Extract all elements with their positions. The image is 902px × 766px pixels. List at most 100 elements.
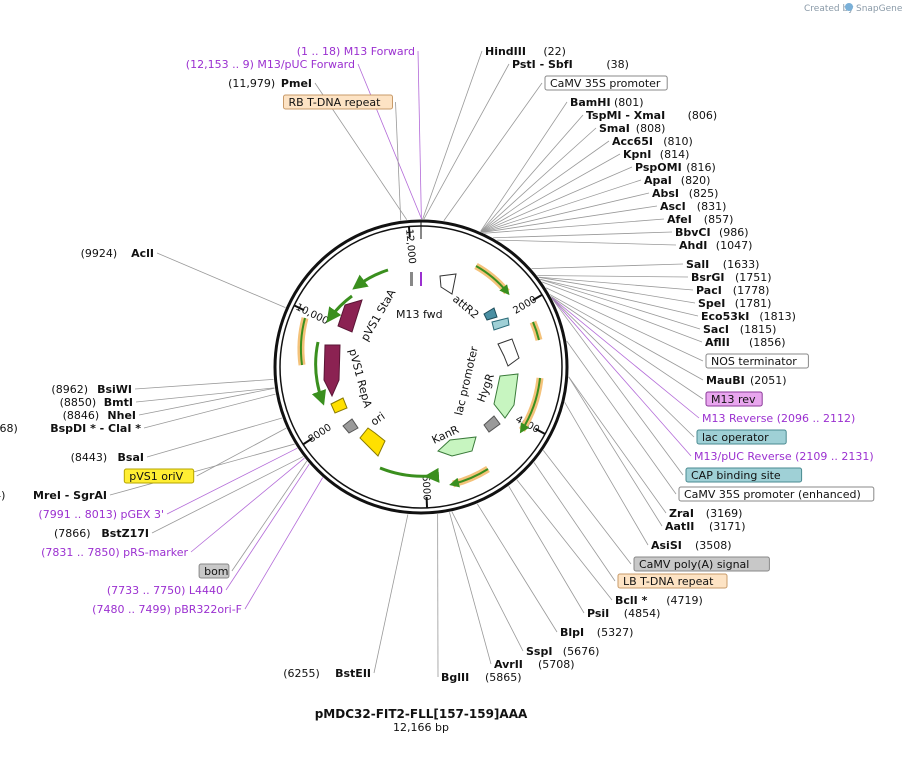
enzyme-name: Eco53kI: [701, 310, 749, 323]
leader-line: [538, 276, 696, 304]
enzyme-position: (801): [614, 96, 644, 109]
leader-line: [166, 447, 298, 515]
enzyme-name: AscI: [660, 200, 686, 213]
leader-line: [537, 275, 689, 278]
leader-line: [196, 427, 287, 477]
enzyme-position: (2051): [750, 374, 787, 387]
map-label: M13 rev: [705, 391, 763, 407]
primer-label: (7733 .. 7750) L4440: [107, 584, 223, 597]
map-label: M13 Reverse (2096 .. 2112): [702, 412, 855, 425]
map-label: BlpI(5327): [560, 626, 633, 639]
tick-mark: [532, 293, 543, 302]
enzyme-position: (3171): [709, 520, 746, 533]
leader-line: [476, 503, 558, 633]
enzyme-position: (8850): [60, 396, 97, 409]
leader-line: [493, 231, 673, 239]
map-label: RB T-DNA repeat: [283, 94, 393, 110]
map-label: PspOMI (816): [635, 161, 716, 174]
feature-labels: pVS1 StaA pVS1 RepA M13 fwd attR2 lac pr…: [346, 287, 497, 447]
orf-arc-4-line: [519, 377, 541, 434]
leader-line: [146, 417, 283, 458]
leader-line: [538, 276, 694, 291]
map-label: CAP binding site: [685, 467, 803, 483]
feature-box-label: CaMV 35S promoter: [550, 77, 661, 90]
leader-line: [395, 101, 402, 221]
leader-line: [225, 463, 310, 591]
leader-line: [549, 294, 704, 381]
enzyme-position: (1813): [759, 310, 796, 323]
feature-box: [678, 486, 875, 502]
leader-line: [566, 340, 677, 495]
enzyme-name: BstEII: [335, 667, 371, 680]
tick-label: 2000: [511, 294, 538, 316]
leader-line: [531, 263, 684, 269]
enzyme-position: (7866): [54, 527, 91, 540]
map-label: BsaI(8443): [71, 451, 144, 464]
feature-box-label: lac operator: [702, 431, 769, 444]
orf-arc-1: [352, 268, 389, 290]
tick-mark: [407, 226, 411, 238]
map-label: AclI(9924): [81, 247, 154, 260]
feature-box-label: LB T-DNA repeat: [623, 575, 714, 588]
leader-line: [480, 140, 610, 233]
leader-line: [564, 402, 649, 546]
primer-label: (7991 .. 8013) pGEX 3': [38, 508, 164, 521]
credit-brand: SnapGene: [856, 4, 902, 14]
primer-label: M13/pUC Reverse (2109 .. 2131): [694, 450, 874, 463]
leader-line: [138, 387, 275, 416]
tick-label: 10,000: [294, 302, 330, 327]
leader-lines: [109, 50, 704, 678]
leader-line: [508, 485, 585, 614]
attr2-arrow: [439, 273, 457, 295]
map-label: MauBI(2051): [706, 374, 787, 387]
enzyme-position: (3508): [695, 539, 732, 552]
hygr-arrow: [493, 373, 519, 419]
map-label: SpeI(1781): [698, 297, 771, 310]
tick-label: 8000: [306, 422, 333, 445]
map-label: BglII(5865): [441, 671, 522, 684]
map-label: (7733 .. 7750) L4440: [107, 584, 223, 597]
leader-line: [568, 376, 663, 527]
map-label: BsrGI(1751): [691, 271, 772, 284]
map-label: TspMI - XmaI(806): [586, 109, 717, 122]
feature-box: [123, 468, 195, 484]
leader-line: [482, 192, 650, 233]
map-label: (7480 .. 7499) pBR322ori-F: [92, 603, 242, 616]
feature-box-label: pVS1 oriV: [129, 470, 183, 483]
feature-box-label: bom: [204, 565, 228, 578]
map-label: BsiWI(8962): [51, 383, 132, 396]
enzyme-position: (5708): [538, 658, 575, 671]
enzyme-name: BsiWI: [97, 383, 132, 396]
leader-line: [516, 479, 613, 601]
leader-line: [156, 252, 286, 308]
enzyme-name: BsrGI: [691, 271, 724, 284]
enzyme-name: PspOMI: [635, 161, 682, 174]
feature-box: [283, 94, 393, 110]
tick-mark: [534, 427, 546, 435]
enzyme-position: (816): [686, 161, 716, 174]
feature-box-label: CAP binding site: [691, 469, 781, 482]
enzyme-position: (1815): [740, 323, 777, 336]
map-label: LB T-DNA repeat: [617, 573, 728, 589]
leader-line: [481, 166, 633, 233]
feature-label-attr2: attR2: [450, 292, 481, 321]
enzyme-name: AsiSI: [651, 539, 682, 552]
enzyme-position: (22): [543, 45, 566, 58]
orf-arc-5-line: [449, 468, 489, 488]
enzyme-name: SpeI: [698, 297, 725, 310]
enzyme-name: SspI: [526, 645, 552, 658]
enzyme-name: SacI: [703, 323, 729, 336]
features: [297, 262, 544, 488]
feature-box: [617, 573, 728, 589]
leader-line: [551, 297, 695, 438]
enzyme-name: KpnI: [623, 148, 651, 161]
enzyme-position: (831): [697, 200, 727, 213]
enzyme-position: (5327): [597, 626, 634, 639]
enzyme-position: (5865): [485, 671, 522, 684]
leader-line: [533, 462, 616, 582]
enzyme-position: (5676): [563, 645, 600, 658]
enzyme-position: (8064): [0, 489, 5, 502]
enzyme-position: (8846): [63, 409, 100, 422]
enzyme-position: (857): [704, 213, 734, 226]
